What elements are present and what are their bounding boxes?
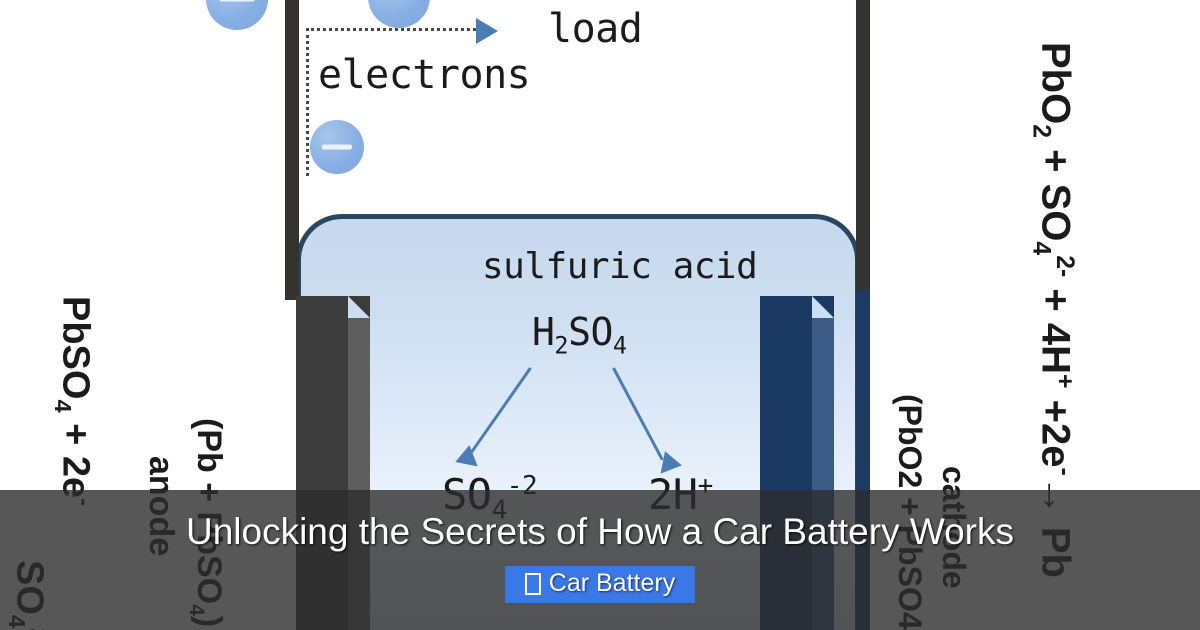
cathode-plate-bevel xyxy=(812,296,834,318)
anode-terminal-post xyxy=(285,0,299,300)
formula-so: SO xyxy=(568,310,613,354)
ceq-pbo-sub: 2 xyxy=(1027,124,1055,139)
electron-icon xyxy=(310,120,364,174)
formula-h-sub: 2 xyxy=(554,331,569,360)
electron-icon xyxy=(206,0,268,30)
minus-sign-icon xyxy=(321,144,353,150)
eq-2e: + 2e xyxy=(54,412,97,499)
category-badge[interactable]: Car Battery xyxy=(504,566,696,603)
page-title: Unlocking the Secrets of How a Car Batte… xyxy=(185,511,1015,552)
cathode-terminal-post xyxy=(856,0,870,290)
badge-row: Car Battery xyxy=(0,566,1200,603)
eq-pbso4-sub: 4 xyxy=(49,399,76,413)
electron-icon xyxy=(368,0,430,28)
ceq-p1: + SO xyxy=(1033,138,1078,242)
anode-plate-bevel xyxy=(348,296,370,318)
sulfuric-acid-label: sulfuric acid xyxy=(482,246,758,287)
electron-flow-path xyxy=(306,28,482,176)
electron-flow-arrow-icon xyxy=(476,18,498,44)
title-overlay-bar: Unlocking the Secrets of How a Car Batte… xyxy=(0,490,1200,630)
electrons-label: electrons xyxy=(318,52,531,98)
formula-so-sub: 4 xyxy=(612,331,627,360)
load-label: load xyxy=(548,6,643,52)
ceq-so4-sup: 2- xyxy=(1051,255,1078,278)
ceq-p2: + 4H xyxy=(1033,277,1078,374)
category-badge-label: Car Battery xyxy=(548,569,676,597)
ceq-p3: +2e xyxy=(1033,388,1078,468)
sulfuric-acid-formula: H2SO4 xyxy=(532,310,627,360)
anode-equation-tail: PbSO4 + 2e- xyxy=(49,296,98,506)
formula-h: H xyxy=(532,310,555,354)
ceq-e-sup: - xyxy=(1051,467,1078,476)
ceq-h-sup: + xyxy=(1051,374,1078,389)
ceq-so4-sub: 4 xyxy=(1027,241,1055,256)
missing-glyph-icon xyxy=(524,572,541,595)
minus-sign-icon xyxy=(219,0,255,2)
eq-pbso4: PbSO xyxy=(54,296,97,400)
ceq-pbo: PbO xyxy=(1033,42,1078,125)
